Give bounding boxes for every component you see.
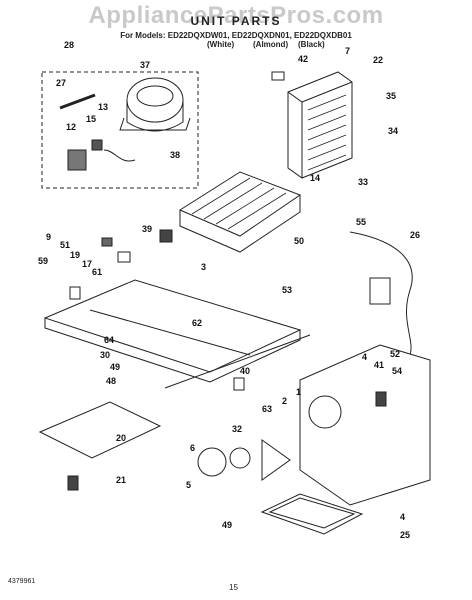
callout-34: 34 <box>388 126 399 136</box>
callout-28: 28 <box>64 40 75 50</box>
callout-42: 42 <box>298 54 309 64</box>
callout-6: 6 <box>190 443 196 453</box>
compressor-drawing <box>119 77 191 132</box>
callout-9: 9 <box>46 232 52 242</box>
part-54-drawing <box>375 391 387 407</box>
color-label-white: (White) <box>207 40 235 49</box>
callout-37: 37 <box>140 60 151 70</box>
part-27-drawing <box>59 93 96 110</box>
callout-27: 27 <box>56 78 67 88</box>
callout-7: 7 <box>345 46 351 56</box>
color-label-almond: (Almond) <box>253 40 289 49</box>
callout-40: 40 <box>240 366 251 376</box>
callout-62: 62 <box>192 318 203 328</box>
callout-61: 61 <box>92 267 103 277</box>
part-17-drawing <box>117 251 131 263</box>
callout-25: 25 <box>400 530 411 540</box>
part-38-wire <box>103 149 136 162</box>
part-63-drawing <box>233 377 245 391</box>
condenser-drawing <box>178 171 302 253</box>
part-26-wire <box>349 231 413 356</box>
part-15-drawing <box>91 139 103 151</box>
callout-33: 33 <box>358 177 369 187</box>
callout-4: 4 <box>362 352 368 362</box>
watermark: AppliancePartsPros.com <box>88 2 384 29</box>
callout-35: 35 <box>386 91 397 101</box>
part-21-drawing <box>67 475 79 491</box>
model-list: For Models: ED22DQXDW01, ED22DQXDN01, ED… <box>120 31 352 40</box>
callout-15: 15 <box>86 114 97 124</box>
callout-53: 53 <box>282 285 293 295</box>
part-26-connector <box>369 277 391 305</box>
callout-17: 17 <box>82 259 93 269</box>
callout-55: 55 <box>356 217 367 227</box>
callout-22: 22 <box>373 55 384 65</box>
part-12-drawing <box>67 149 87 171</box>
callout-1: 1 <box>296 387 302 397</box>
part-20-drawing <box>38 401 162 459</box>
callout-2: 2 <box>282 396 288 406</box>
callout-50: 50 <box>294 236 305 246</box>
callout-38: 38 <box>170 150 181 160</box>
evaporator-drawing <box>287 71 353 179</box>
base-frame-drawing <box>43 279 302 383</box>
part-48-rail <box>164 334 311 389</box>
callout-12: 12 <box>66 122 77 132</box>
callout-21: 21 <box>116 475 127 485</box>
callout-48: 48 <box>106 376 117 386</box>
callout-32: 32 <box>232 424 243 434</box>
part-41-drawing <box>299 344 431 506</box>
callout-63: 63 <box>262 404 273 414</box>
callout-49b: 49 <box>222 520 233 530</box>
page-title: UNIT PARTS <box>190 14 282 28</box>
callout-39: 39 <box>142 224 153 234</box>
part-59-drawing <box>69 286 81 300</box>
part-19-drawing <box>101 237 113 247</box>
callout-49: 49 <box>110 362 121 372</box>
compressor-group-box <box>41 71 199 189</box>
part-42-drawing <box>271 71 285 81</box>
callout-54: 54 <box>392 366 403 376</box>
callout-20: 20 <box>116 433 127 443</box>
callout-4b: 4 <box>400 512 406 522</box>
callout-3: 3 <box>201 262 207 272</box>
callout-51: 51 <box>60 240 71 250</box>
callout-26: 26 <box>410 230 421 240</box>
fan-motor-drawing <box>197 439 291 481</box>
part-39-drawing <box>159 229 173 243</box>
callout-30: 30 <box>100 350 111 360</box>
callout-41: 41 <box>374 360 385 370</box>
part-25-rim <box>268 497 356 529</box>
document-number: 4379961 <box>8 578 36 585</box>
callout-59: 59 <box>38 256 49 266</box>
callout-64: 64 <box>104 335 115 345</box>
callout-19: 19 <box>70 250 81 260</box>
callout-14: 14 <box>310 173 321 183</box>
page-number: 15 <box>229 583 238 592</box>
color-label-black: (Black) <box>298 40 325 49</box>
callout-13: 13 <box>98 102 109 112</box>
callout-52: 52 <box>390 349 401 359</box>
callout-5: 5 <box>186 480 192 490</box>
